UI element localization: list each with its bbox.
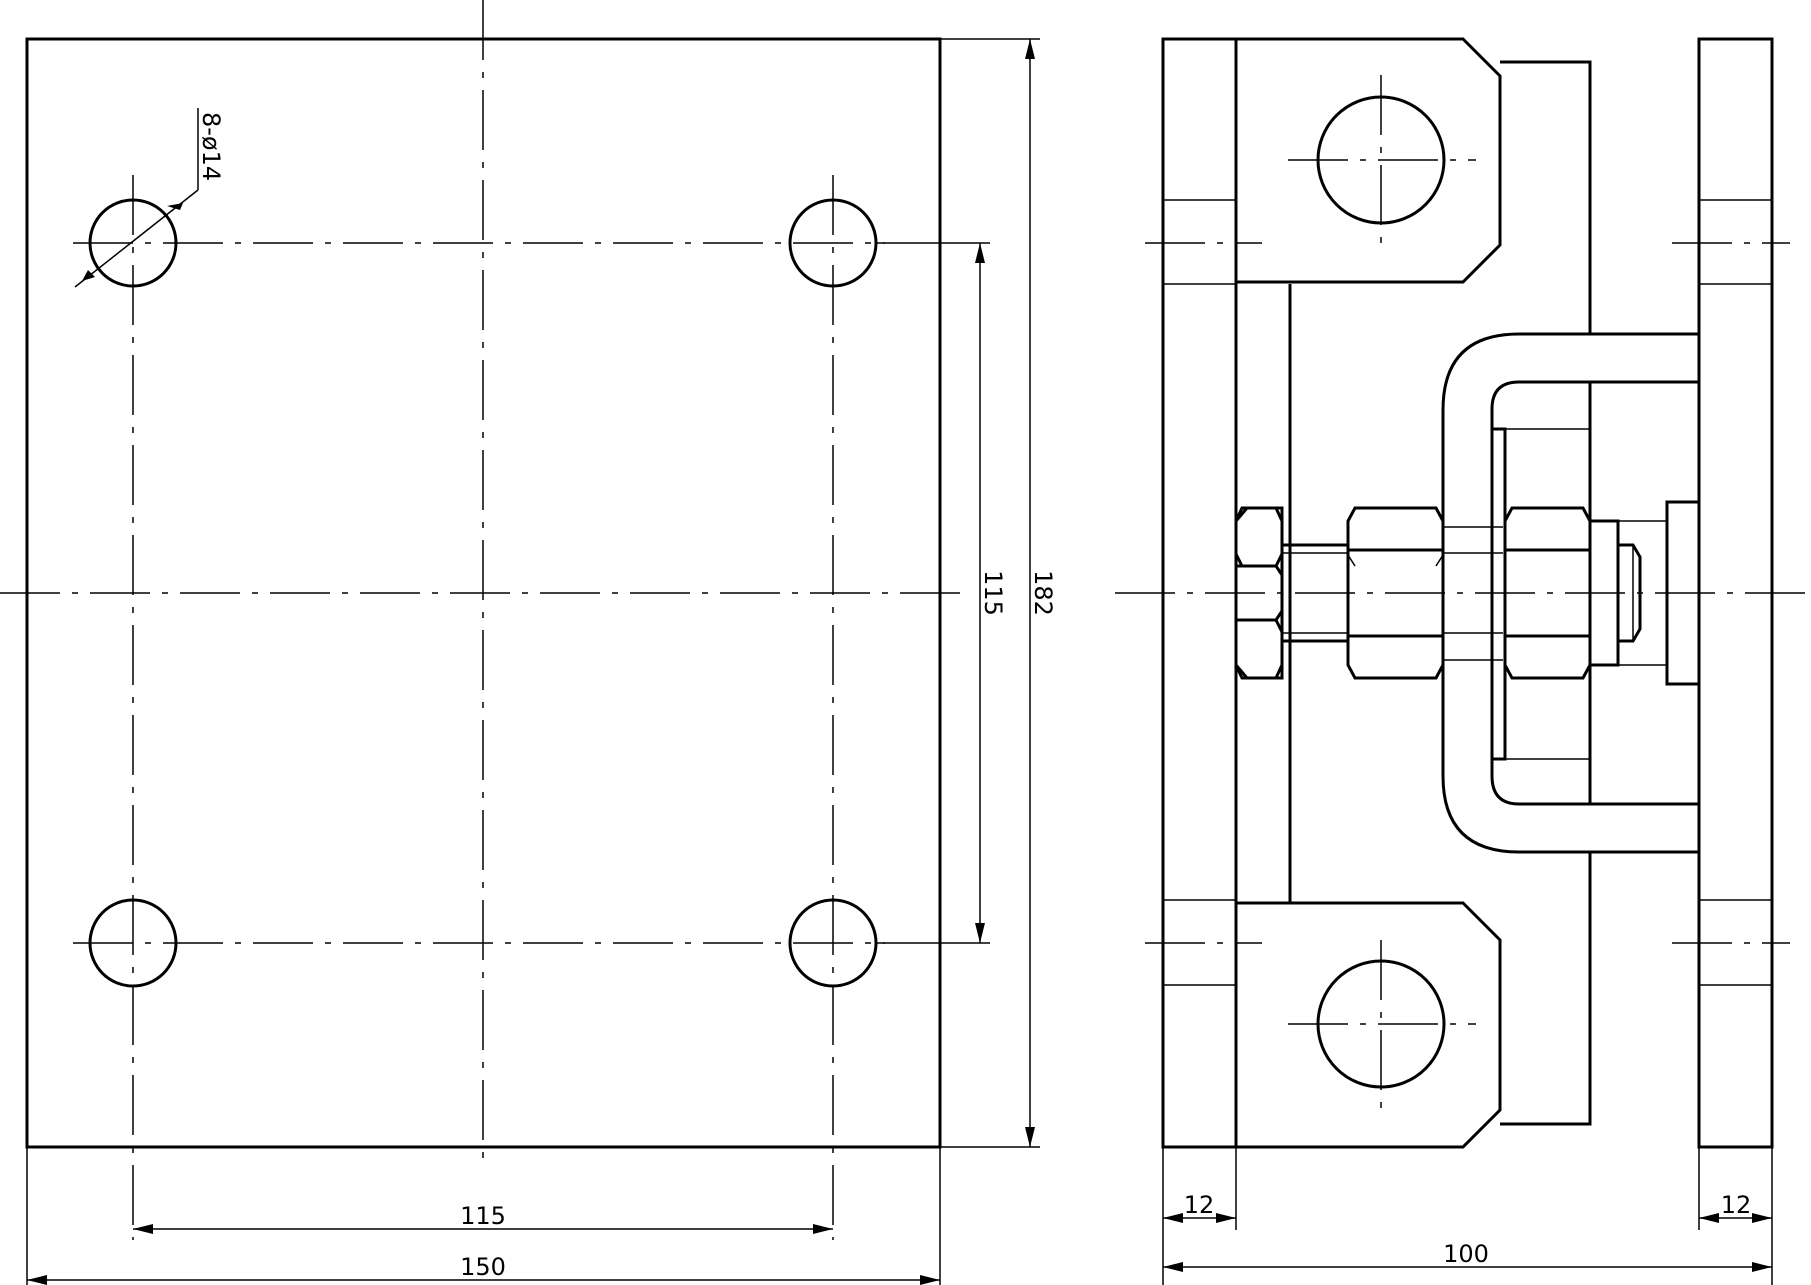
bolt-head-left-face [1234, 506, 1284, 568]
callout-arrow-inner [82, 270, 95, 281]
hole-top-left [88, 198, 178, 288]
hole-bottom-left [88, 898, 178, 988]
dim-hole-spacing-vertical-text: 115 [979, 570, 1007, 616]
dim-height-text: 182 [1029, 570, 1057, 616]
center-block-top [1500, 60, 1592, 334]
dim-hole-spacing-horizontal: 115 [26, 1147, 941, 1285]
dim-height: 182 [940, 38, 1057, 1148]
middle-nut [1346, 506, 1445, 680]
dimension-arrow [1025, 1127, 1035, 1147]
dim-hole-spacing-vertical: 115 [877, 242, 1007, 944]
inner-plate [1490, 427, 1507, 761]
top-lug [1236, 37, 1502, 284]
middle-nut-chamfer [1347, 554, 1356, 567]
front-view: 8-ø14 115 150 115 [0, 0, 1057, 1285]
dimension-arrow [133, 1224, 153, 1234]
side-view: 12 12 100 [1115, 37, 1811, 1285]
right-pad [1665, 500, 1701, 686]
callout-arrow-outer [167, 203, 183, 210]
bolt-head-left-face [1234, 618, 1284, 680]
dimension-arrow [1163, 1262, 1183, 1272]
dim-plate-right-text: 12 [1721, 1191, 1752, 1219]
dimension-arrow [1163, 1213, 1183, 1223]
dim-plate-left-text: 12 [1184, 1191, 1215, 1219]
hole-bottom-right [788, 898, 878, 988]
dimension-arrow [975, 243, 985, 263]
hole-callout: 8-ø14 [74, 108, 225, 288]
middle-nut-chamfer [1435, 554, 1444, 567]
dimension-arrow [27, 1275, 47, 1285]
dim-total-width: 100 [1163, 1240, 1772, 1272]
center-block-bottom [1500, 852, 1592, 1126]
dimension-arrow [1216, 1213, 1236, 1223]
dim-plate-left: 12 [1162, 1147, 1237, 1285]
dimension-arrow [1699, 1213, 1719, 1223]
dimension-arrow [1752, 1213, 1772, 1223]
dimension-arrow [1025, 39, 1035, 59]
bottom-lug [1236, 901, 1502, 1149]
dimension-arrow [1752, 1262, 1772, 1272]
dim-width-text: 150 [460, 1253, 506, 1281]
dim-total-width-text: 100 [1443, 1240, 1489, 1268]
dimension-arrow [813, 1224, 833, 1234]
hole-callout-text: 8-ø14 [197, 112, 225, 181]
dimension-arrow [975, 923, 985, 943]
dim-hole-spacing-horizontal-text: 115 [460, 1202, 506, 1230]
dim-plate-right: 12 [1698, 1147, 1773, 1285]
dimension-arrow [920, 1275, 940, 1285]
hole-top-right [788, 198, 878, 288]
dim-width: 150 [27, 1253, 940, 1285]
